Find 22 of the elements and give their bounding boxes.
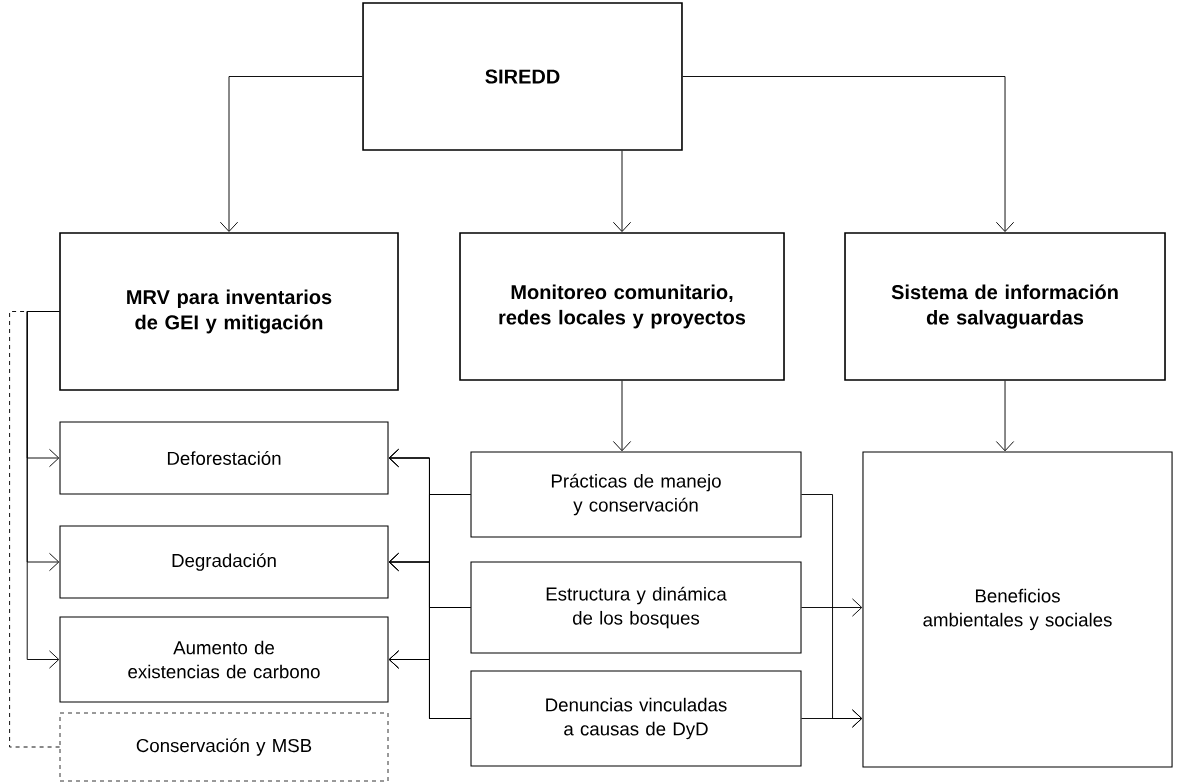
arrow xyxy=(219,76,363,232)
arrow xyxy=(612,380,632,452)
arrow xyxy=(26,311,60,669)
category-box: MRV para inventarios de GEI y mitigación xyxy=(59,232,399,391)
process-box: Degradación xyxy=(59,525,389,599)
process-box: Conservación y MSB xyxy=(59,712,389,782)
arrow xyxy=(388,650,471,719)
arrow xyxy=(612,150,632,232)
arrow xyxy=(801,709,863,728)
connector-line xyxy=(9,311,61,748)
process-box: Estructura y dinámica de los bosques xyxy=(470,561,802,654)
category-box: Monitoreo comunitario, redes locales y proyectos xyxy=(459,232,785,381)
process-box: Denuncias vinculadas a causas de DyD xyxy=(470,670,802,767)
title-box: SIREDD xyxy=(362,2,683,151)
process-box: Prácticas de manejo y conservación xyxy=(470,451,802,538)
arrow xyxy=(995,380,1015,452)
arrow xyxy=(801,598,863,617)
arrow xyxy=(682,76,1015,232)
process-box: Aumento de existencias de carbono xyxy=(59,616,389,703)
process-box: Deforestación xyxy=(59,421,389,495)
result-box: Beneficios ambientales y sociales xyxy=(862,451,1173,768)
category-box: Sistema de información de salvaguardas xyxy=(844,232,1166,381)
